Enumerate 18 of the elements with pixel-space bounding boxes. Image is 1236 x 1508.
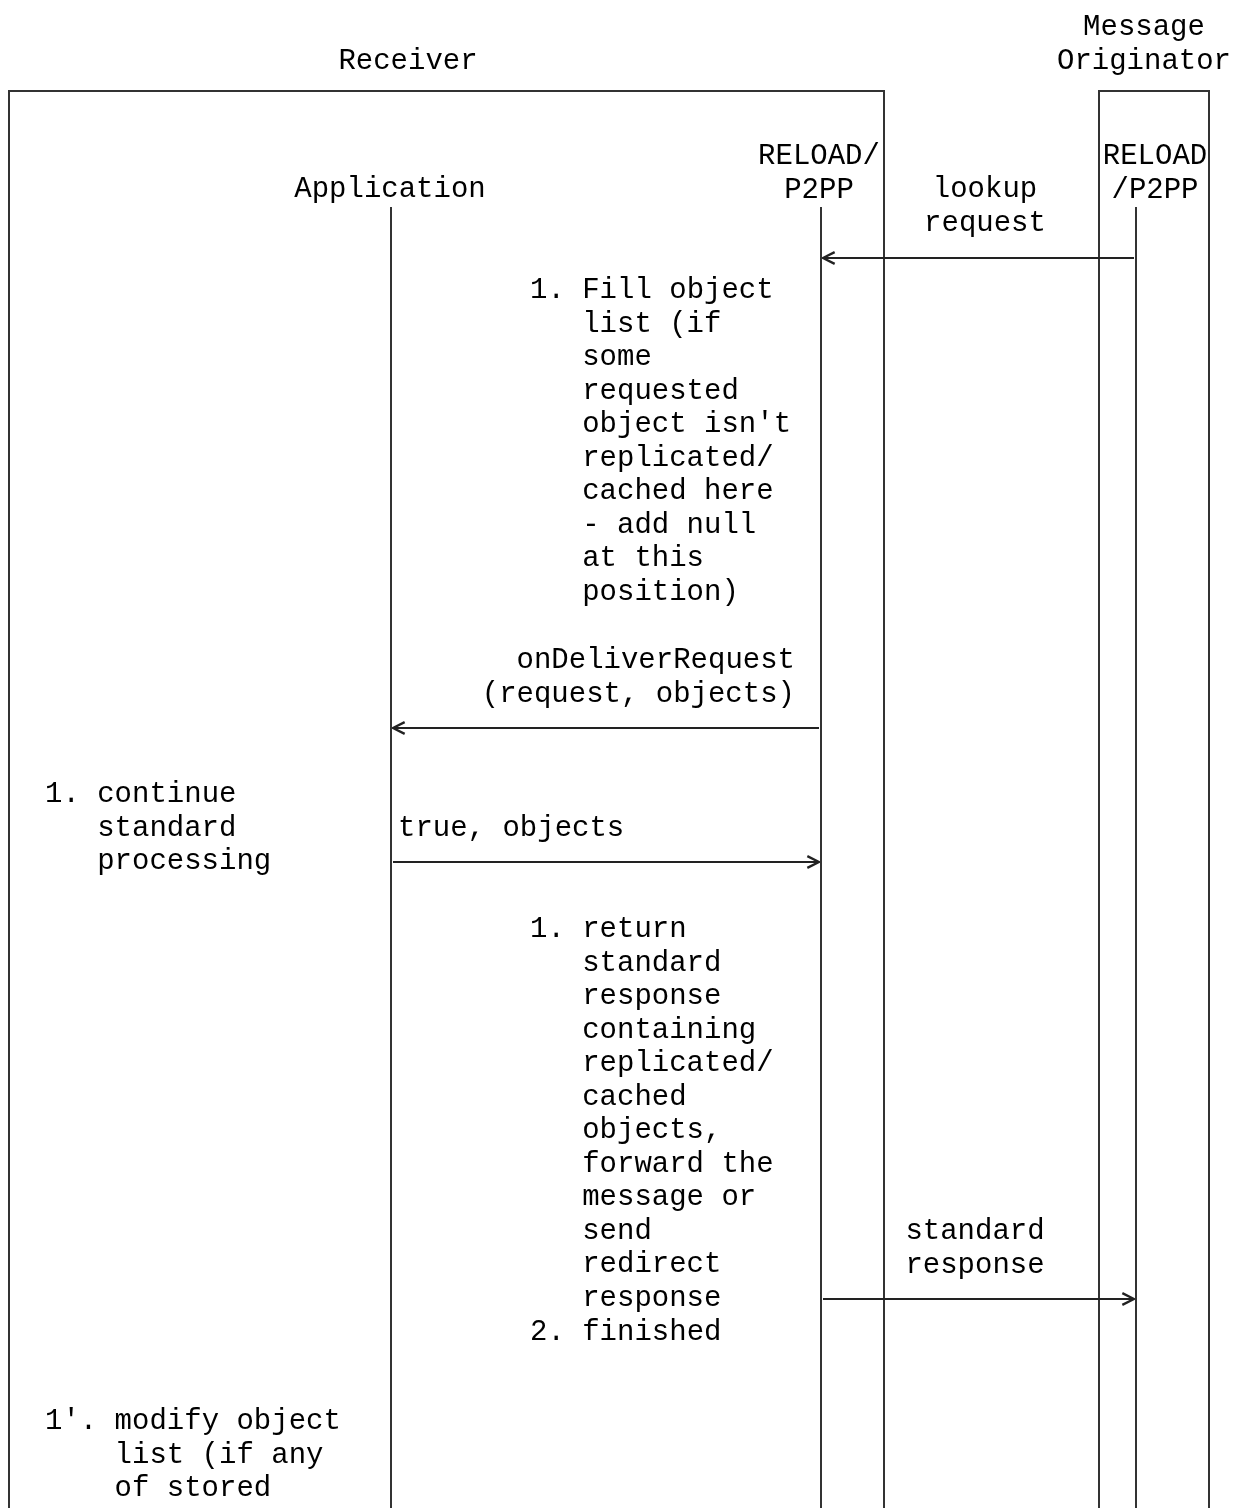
lifeline-header: RELOAD/ P2PP <box>757 140 881 207</box>
note-text: 2. finished <box>530 1316 723 1350</box>
edge-label: lookup request <box>923 173 1047 240</box>
participant-title: Receiver <box>338 44 478 78</box>
lifeline-header: Application <box>293 173 487 207</box>
participant-title: Message Originator <box>1056 11 1232 78</box>
message-arrow <box>391 721 820 735</box>
edge-label: onDeliverRequest (request, objects) <box>480 644 795 711</box>
note-text: 1. Fill object list (if some requested object isn't replicated/ cached here - add null at this position) <box>530 274 792 609</box>
edge-label: standard response <box>905 1215 1045 1282</box>
note-text: 1. continue standard processing <box>45 778 272 879</box>
message-arrow <box>392 855 821 869</box>
message-arrow <box>821 251 1135 265</box>
edge-label: true, objects <box>398 812 626 846</box>
note-text: 1'. modify object list (if any of stored <box>45 1405 341 1506</box>
message-arrow <box>822 1292 1136 1306</box>
lifeline-header: RELOAD /P2PP <box>1102 140 1208 207</box>
note-text: 1. return standard response containing replicated/ cached objects, forward the message or send redirect response <box>530 913 774 1315</box>
